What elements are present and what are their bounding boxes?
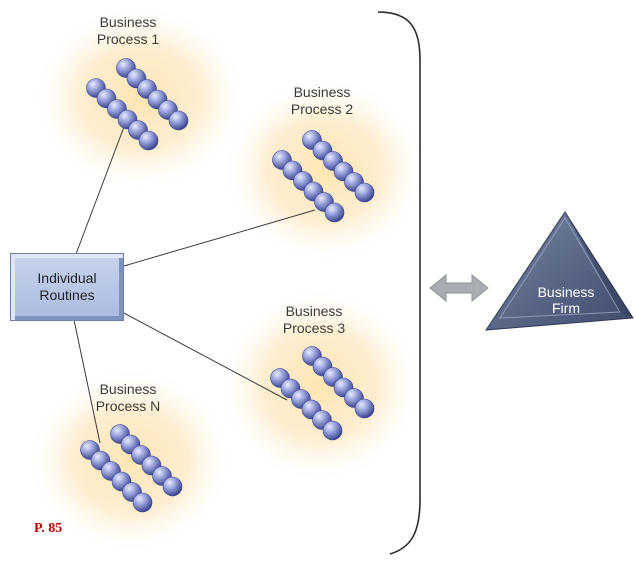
routines-label-line2: Routines bbox=[39, 287, 95, 303]
connector-process-2 bbox=[123, 209, 316, 267]
process-3-label-line1: Business bbox=[285, 303, 343, 319]
process-2-bead bbox=[324, 202, 345, 223]
connector-process-n bbox=[73, 319, 101, 444]
firm-label-line1: Business bbox=[537, 284, 595, 300]
individual-routines-box: Individual Routines bbox=[10, 253, 124, 321]
routines-label-line1: Individual bbox=[37, 270, 97, 286]
process-1-bead-cluster bbox=[86, 58, 189, 151]
process-n-glow bbox=[25, 365, 235, 555]
process-2-glow bbox=[220, 75, 430, 265]
page-reference: P. 85 bbox=[34, 521, 63, 536]
process-n-label-line1: Business bbox=[99, 381, 157, 397]
process-2-label-line1: Business bbox=[293, 84, 351, 100]
process-n-bead bbox=[162, 476, 183, 497]
connector-process-3 bbox=[121, 311, 288, 401]
process-1-label: Business Process 1 bbox=[80, 14, 176, 48]
process-2-bead bbox=[354, 182, 375, 203]
connector-lines bbox=[73, 126, 316, 444]
process-3-bead bbox=[354, 398, 375, 419]
process-2-label-line2: Process 2 bbox=[290, 101, 354, 117]
process-n-label: Business Process N bbox=[80, 381, 176, 415]
process-1-bead bbox=[168, 110, 189, 131]
process-n-label-line2: Process N bbox=[95, 398, 161, 414]
process-3-bead-cluster bbox=[270, 346, 375, 441]
process-3-label: Business Process 3 bbox=[266, 303, 362, 337]
double-arrow-icon bbox=[429, 273, 489, 303]
process-1-bead bbox=[138, 130, 159, 151]
process-2-bead-cluster bbox=[272, 130, 375, 223]
process-1-label-line2: Process 1 bbox=[96, 31, 160, 47]
process-3-label-line2: Process 3 bbox=[282, 320, 346, 336]
process-1-label-line1: Business bbox=[99, 14, 157, 30]
process-n-bead-cluster bbox=[80, 424, 183, 513]
process-2-label: Business Process 2 bbox=[274, 84, 370, 118]
process-3-bead bbox=[322, 420, 343, 441]
business-firm-label: Business Firm bbox=[524, 284, 608, 316]
process-n-bead bbox=[132, 492, 153, 513]
firm-label-line2: Firm bbox=[552, 300, 580, 316]
pyramid-icon bbox=[485, 211, 634, 331]
connector-process-1 bbox=[75, 126, 125, 255]
process-1-glow bbox=[30, 3, 250, 193]
right-brace-icon bbox=[377, 11, 421, 555]
process-3-glow bbox=[215, 285, 425, 485]
